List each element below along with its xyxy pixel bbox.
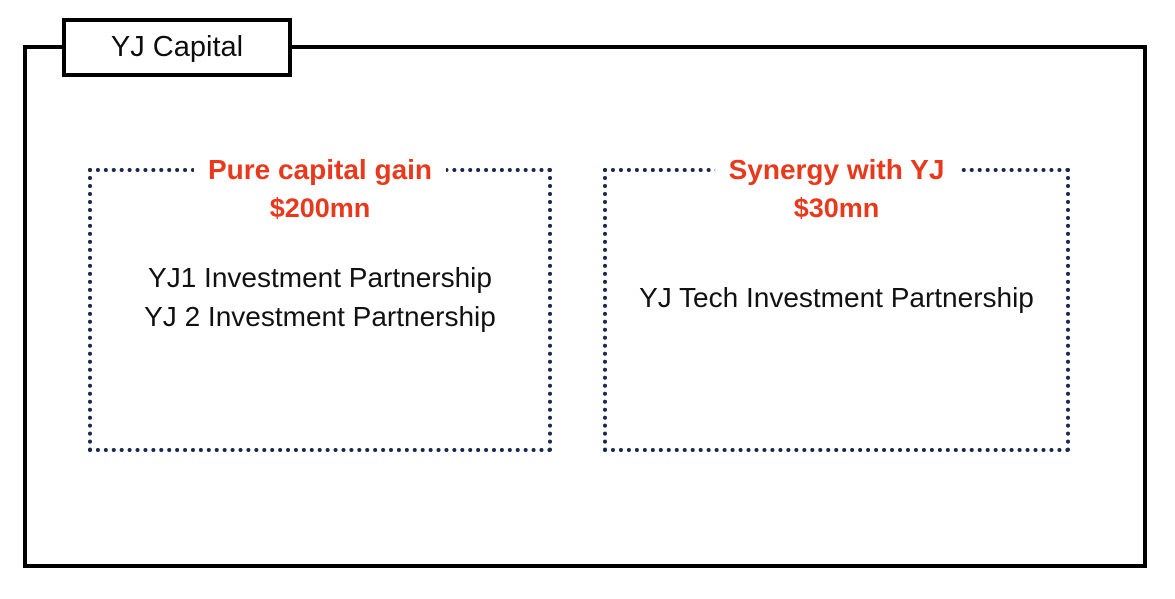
yj-capital-container-box (23, 45, 1147, 568)
group-title-pure-capital-gain: Pure capital gain (193, 153, 447, 187)
entity-yj2-investment-partnership: YJ 2 Investment Partnership (144, 301, 496, 332)
group-amount-pure-capital-gain: $200mn (269, 193, 371, 223)
group-entities-list: YJ Tech Investment Partnership (607, 278, 1066, 317)
pure-capital-gain-group-box: Pure capital gain $200mn YJ1 Investment … (88, 153, 552, 452)
group-entities-list: YJ1 Investment Partnership YJ 2 Investme… (92, 258, 548, 336)
yj-capital-label-box: YJ Capital (62, 18, 292, 77)
group-amount-synergy-with-yj: $30mn (793, 193, 880, 223)
synergy-with-yj-group-box: Synergy with YJ $30mn YJ Tech Investment… (603, 153, 1070, 452)
entity-yj-tech-investment-partnership: YJ Tech Investment Partnership (639, 282, 1034, 313)
yj-capital-label: YJ Capital (110, 31, 244, 63)
entity-yj1-investment-partnership: YJ1 Investment Partnership (148, 262, 492, 293)
group-title-synergy-with-yj: Synergy with YJ (714, 153, 959, 187)
